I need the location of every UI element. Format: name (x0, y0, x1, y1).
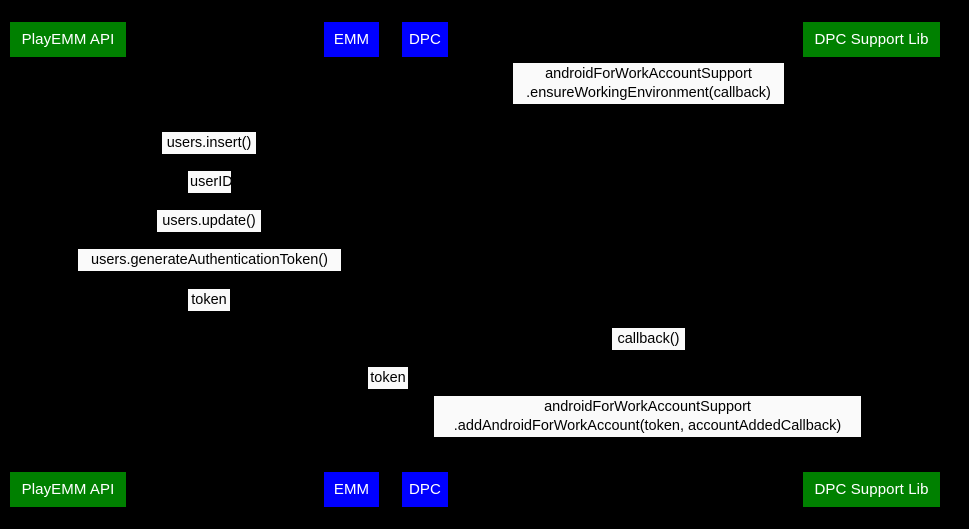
message-line: userID (190, 173, 233, 190)
participant-label: EMM (333, 481, 370, 498)
message-label-msg-callback: callback() (612, 328, 685, 350)
participant-label: EMM (333, 31, 370, 48)
lifeline-playemm (67, 57, 69, 472)
participant-playemm-top[interactable]: PlayEMM API (10, 22, 126, 57)
participant-label: DPC Support Lib (814, 481, 929, 498)
message-line: androidForWorkAccountSupport (545, 65, 752, 82)
participant-dpc-bottom[interactable]: DPC (402, 472, 448, 507)
arrow-msg-callback (425, 352, 872, 353)
participant-label: PlayEMM API (21, 481, 115, 498)
message-label-msg-add-account: androidForWorkAccountSupport .addAndroidF… (434, 396, 861, 437)
message-line: androidForWorkAccountSupport (544, 398, 751, 415)
arrow-msg-ensure-working-environment (425, 106, 872, 107)
lifeline-dpcsupportlib (871, 57, 872, 472)
participant-dpcsupportlib-top[interactable]: DPC Support Lib (803, 22, 940, 57)
message-label-msg-users-update: users.update() (157, 210, 261, 232)
participant-playemm-bottom[interactable]: PlayEMM API (10, 472, 126, 507)
message-label-msg-userid: userID (188, 171, 233, 193)
message-label-msg-token-to-emm: token (188, 289, 230, 311)
arrow-msg-add-account (425, 439, 872, 440)
arrow-msg-users-update (68, 234, 352, 235)
participant-emm-bottom[interactable]: EMM (324, 472, 379, 507)
message-line: users.generateAuthenticationToken() (91, 251, 328, 268)
lifeline-dpc (424, 57, 426, 472)
message-label-msg-token-to-dpc: token (368, 367, 408, 389)
arrow-msg-generate-auth-token (68, 273, 352, 274)
message-line: users.insert() (166, 134, 252, 151)
participant-label: PlayEMM API (21, 31, 115, 48)
message-label-msg-ensure-working-environment: androidForWorkAccountSupport .ensureWorki… (513, 63, 784, 104)
message-line: token (370, 369, 406, 386)
message-line: users.update() (162, 212, 256, 229)
participant-dpcsupportlib-bottom[interactable]: DPC Support Lib (803, 472, 940, 507)
message-line: token (191, 291, 227, 308)
participant-emm-top[interactable]: EMM (324, 22, 379, 57)
participant-label: DPC Support Lib (814, 31, 929, 48)
message-line: callback() (617, 330, 680, 347)
lifeline-emm (351, 57, 352, 472)
message-line: .addAndroidForWorkAccount(token, account… (453, 417, 842, 434)
message-line: .ensureWorkingEnvironment(callback) (526, 84, 771, 101)
arrow-msg-users-insert (68, 156, 352, 157)
arrow-msg-userid (68, 195, 352, 196)
arrow-msg-token-to-emm (68, 313, 352, 314)
message-label-msg-users-insert: users.insert() (162, 132, 256, 154)
participant-label: DPC (409, 481, 441, 498)
participant-label: DPC (409, 31, 441, 48)
participant-dpc-top[interactable]: DPC (402, 22, 448, 57)
arrow-msg-token-to-dpc (351, 391, 425, 392)
message-label-msg-generate-auth-token: users.generateAuthenticationToken() (78, 249, 341, 271)
